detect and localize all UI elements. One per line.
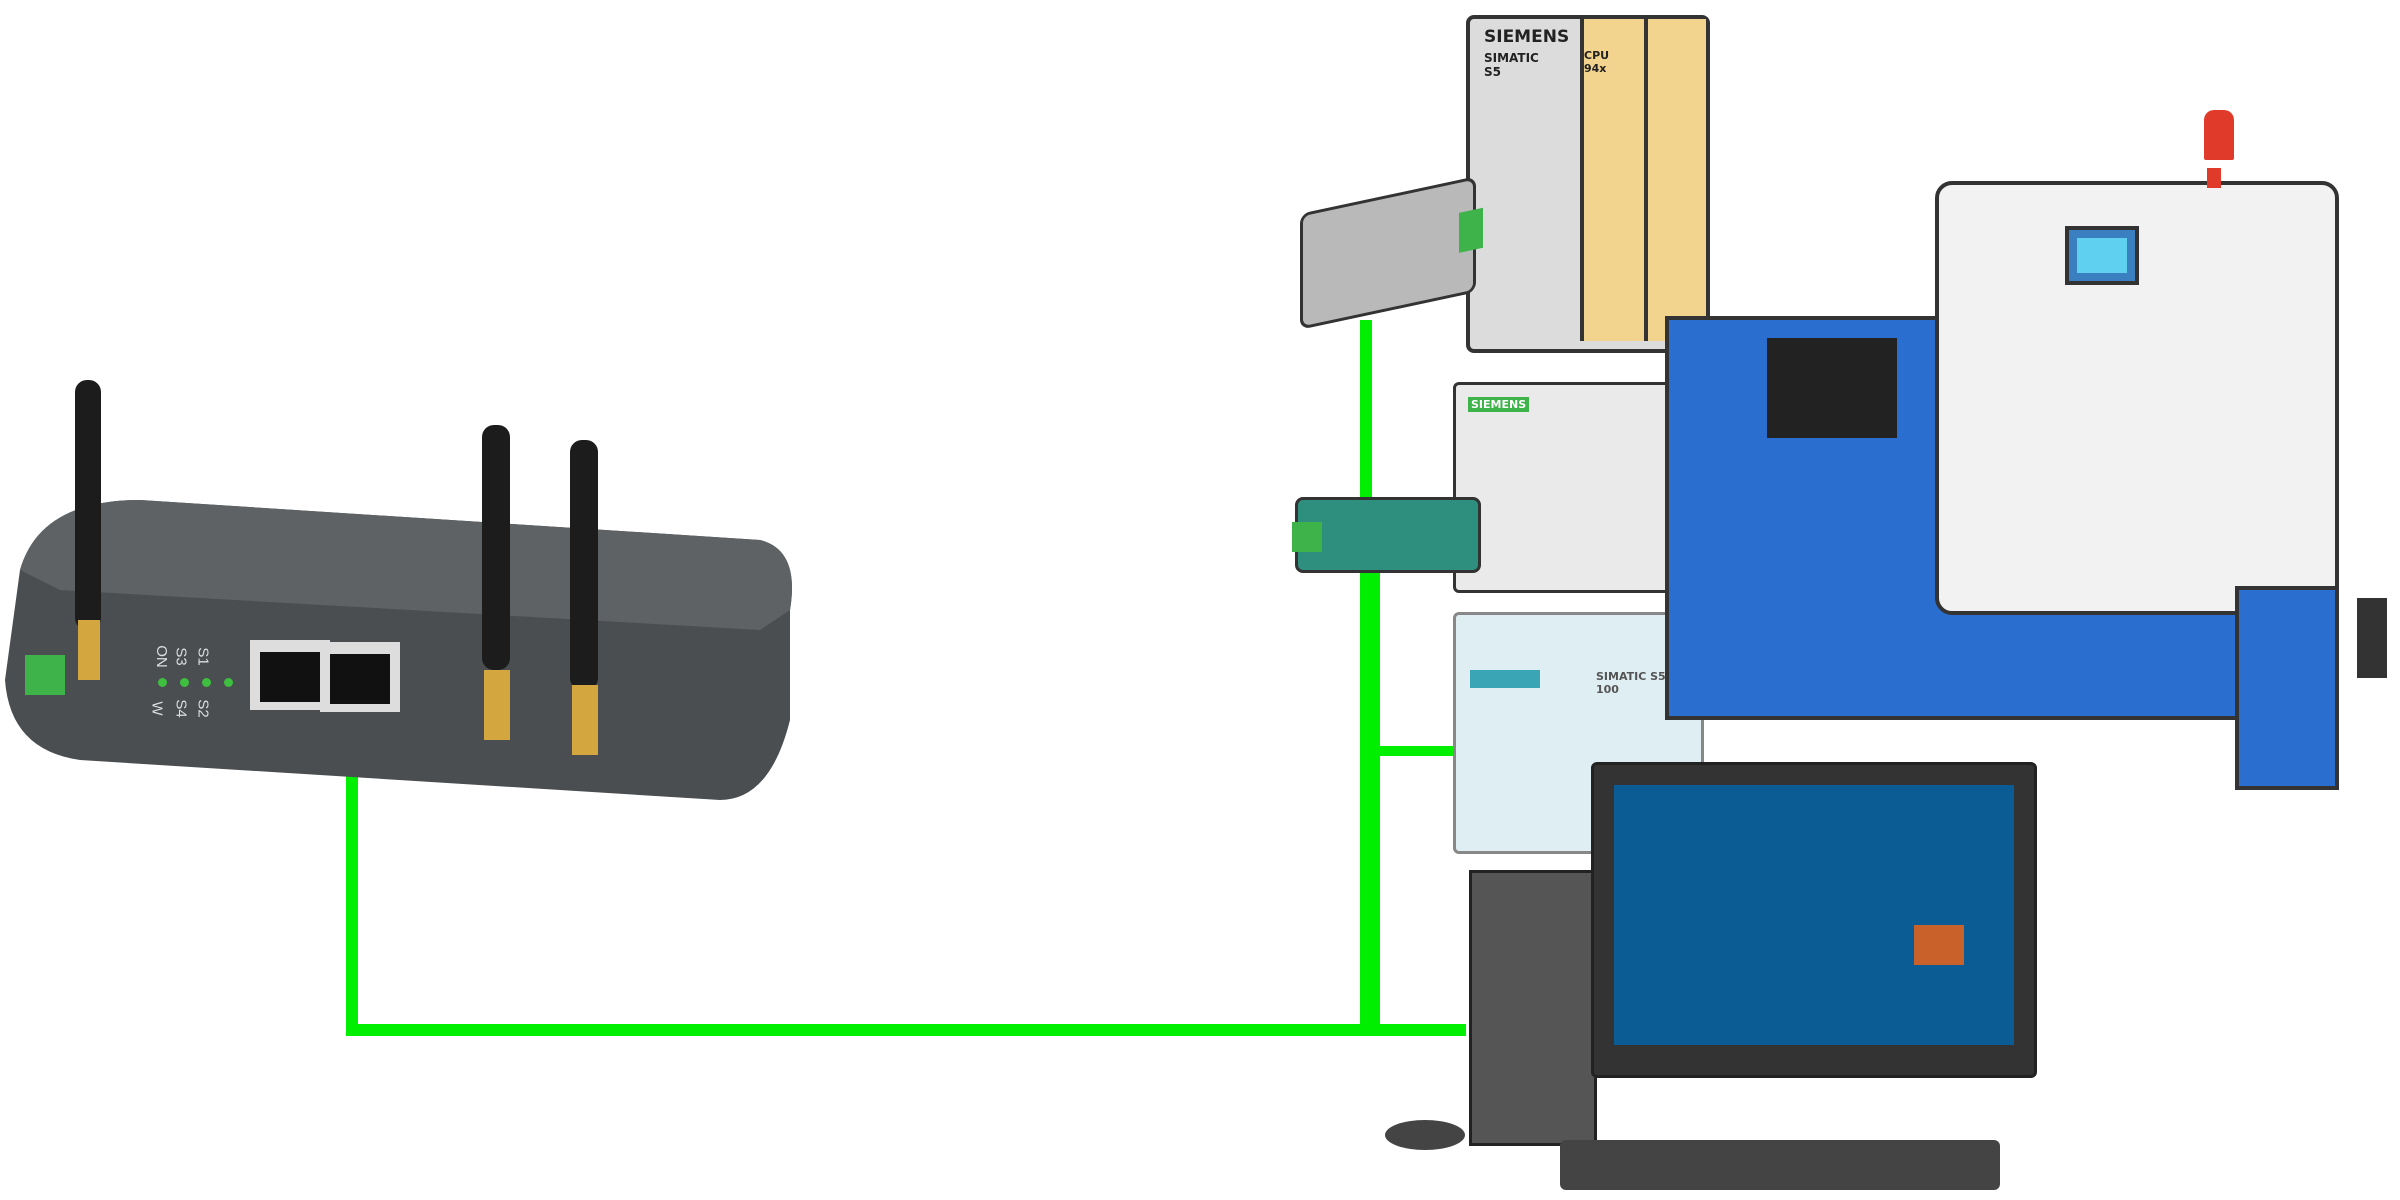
plc-s7-1200-model: SIMATIC S5-100 — [1596, 670, 1671, 696]
wire-router-down — [346, 760, 358, 1036]
pc-mouse — [1385, 1120, 1465, 1150]
plc-s7-300-brand: SIEMENS — [1468, 397, 1530, 412]
mpi-adapter-1 — [1300, 176, 1483, 330]
status-led — [224, 678, 233, 687]
lte-router: ON S3 S1 W S4 S2 — [0, 380, 820, 820]
led-label-s2: S2 — [194, 699, 212, 718]
cnc-machine-icon — [1665, 168, 2387, 790]
monitor-screen — [1614, 785, 2014, 1045]
led-label-w: W — [148, 701, 166, 716]
pc-keyboard — [1560, 1140, 2000, 1190]
pc-tower — [1469, 870, 1597, 1146]
plc-s5-brand: SIEMENS — [1484, 27, 1570, 47]
led-label-s3: S3 — [172, 647, 190, 666]
led-label-s1: S1 — [194, 647, 212, 666]
wire-bottom-horizontal — [346, 1024, 1466, 1036]
alarm-beacon-icon — [2204, 110, 2234, 160]
pc-monitor — [1591, 762, 2037, 1078]
led-label-on: ON — [152, 645, 170, 668]
wire-vertical-bus-2 — [1372, 560, 1380, 1036]
status-led — [180, 678, 189, 687]
status-led — [158, 678, 167, 687]
plc-s5: SIEMENS SIMATIC S5 CPU 94x — [1466, 15, 1710, 353]
wire-vertical-bus — [1360, 320, 1372, 1036]
led-label-s4: S4 — [172, 699, 190, 718]
router-body-icon — [5, 380, 792, 800]
mpi-adapter-2 — [1292, 497, 1481, 573]
plc-s5-cpu: CPU 94x — [1584, 49, 1610, 75]
wire-branch-s7-1200 — [1372, 746, 1462, 756]
status-led — [202, 678, 211, 687]
cnc-machine — [1637, 168, 2387, 813]
plc-s5-model: SIMATIC S5 — [1484, 51, 1539, 79]
